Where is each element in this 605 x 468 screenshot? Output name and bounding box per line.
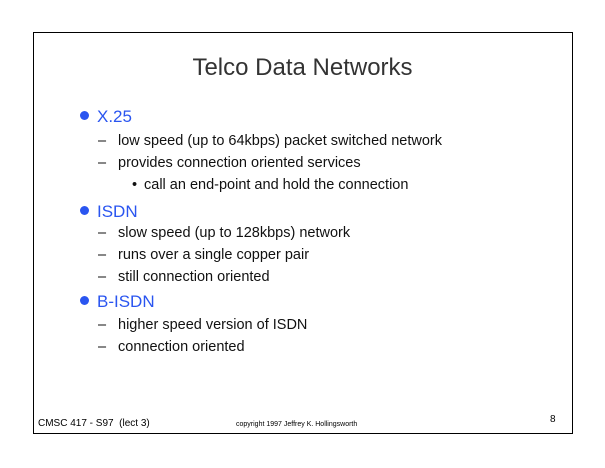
sub-item-text: provides connection oriented services: [118, 155, 361, 171]
sub-item-text: low speed (up to 64kbps) packet switched…: [118, 133, 443, 149]
bullet-label: X.25: [97, 107, 132, 126]
sub-item: –connection oriented: [98, 339, 245, 355]
sub-item: –still connection oriented: [98, 269, 270, 285]
sub-item: –low speed (up to 64kbps) packet switche…: [98, 133, 443, 149]
sub-item-text: slow speed (up to 128kbps) network: [118, 225, 351, 241]
bullet-x25: X.25: [80, 107, 132, 127]
bullet-dot-icon: [80, 296, 89, 305]
sub-item-text: connection oriented: [118, 339, 245, 355]
sub-sub-item: •call an end-point and hold the connecti…: [132, 177, 409, 193]
bullet-dot-icon: [80, 111, 89, 120]
sub-item: –provides connection oriented services: [98, 155, 361, 171]
sub-item-text: still connection oriented: [118, 269, 270, 285]
bullet-bisdn: B-ISDN: [80, 292, 155, 312]
bullet-label: B-ISDN: [97, 292, 155, 311]
bullet-isdn: ISDN: [80, 202, 138, 222]
sub-item: –runs over a single copper pair: [98, 247, 310, 263]
footer-course: CMSC 417 - S97 (lect 3): [38, 418, 150, 429]
page-number: 8: [550, 414, 556, 425]
sub-item: –slow speed (up to 128kbps) network: [98, 225, 351, 241]
bullet-dot-icon: [80, 206, 89, 215]
slide-frame: [33, 32, 573, 434]
bullet-label: ISDN: [97, 202, 138, 221]
footer-copyright: copyright 1997 Jeffrey K. Hollingsworth: [236, 421, 358, 428]
slide-title: Telco Data Networks: [192, 54, 413, 81]
sub-item-text: runs over a single copper pair: [118, 247, 310, 263]
sub-item-text: higher speed version of ISDN: [118, 317, 308, 333]
sub-item: –higher speed version of ISDN: [98, 317, 308, 333]
sub-sub-item-text: call an end-point and hold the connectio…: [144, 177, 409, 193]
